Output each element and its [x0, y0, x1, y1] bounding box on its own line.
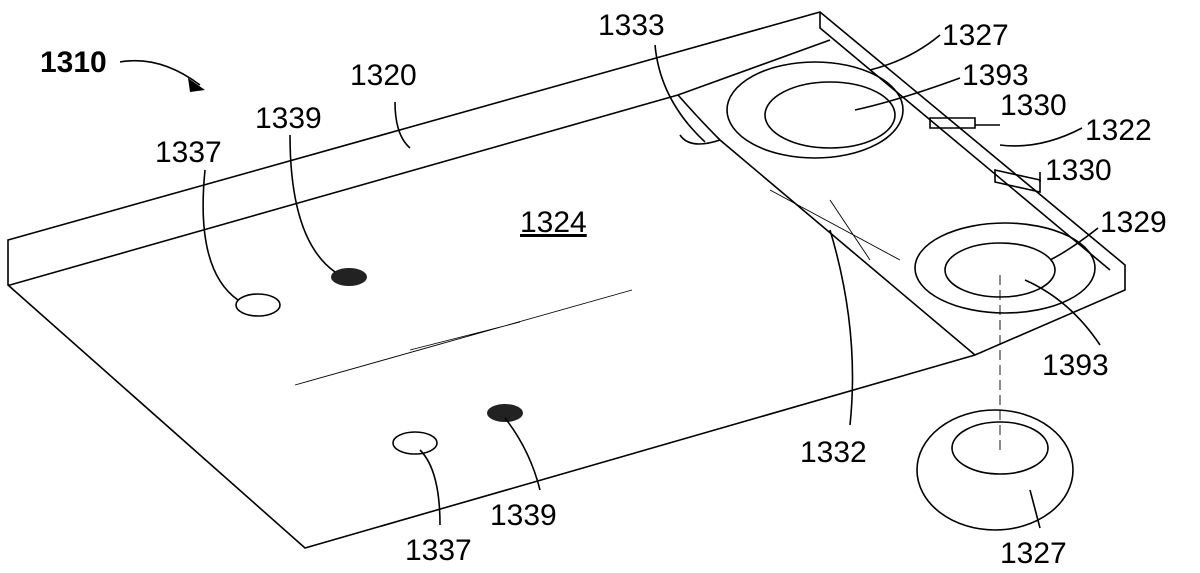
arrow-head-icon [188, 78, 205, 92]
holes [235, 268, 523, 455]
label-1327-bottom: 1327 [1000, 537, 1067, 570]
label-1339-top: 1339 [255, 102, 322, 135]
label-1327-top: 1327 [942, 19, 1009, 52]
label-1332: 1332 [800, 436, 867, 469]
label-1310: 1310 [40, 46, 107, 79]
label-1337-top: 1337 [155, 136, 222, 169]
label-1324: 1324 [520, 206, 587, 239]
label-1330-upper: 1330 [1000, 89, 1067, 122]
rings [726, 61, 1096, 531]
plate-outline [7, 11, 1126, 549]
label-1393-top: 1393 [962, 59, 1029, 92]
reference-labels: 1310 1320 1324 1337 1339 1333 1327 1393 … [40, 9, 1167, 570]
label-1330-lower: 1330 [1045, 154, 1112, 187]
label-1333: 1333 [598, 9, 665, 42]
label-1329: 1329 [1100, 206, 1167, 239]
label-1339-bottom: 1339 [490, 499, 557, 532]
label-1337-bottom: 1337 [405, 534, 472, 567]
leader-lines [119, 34, 1101, 529]
label-1320: 1320 [350, 59, 417, 92]
label-1322: 1322 [1085, 114, 1152, 147]
label-1393-bottom: 1393 [1042, 349, 1109, 382]
